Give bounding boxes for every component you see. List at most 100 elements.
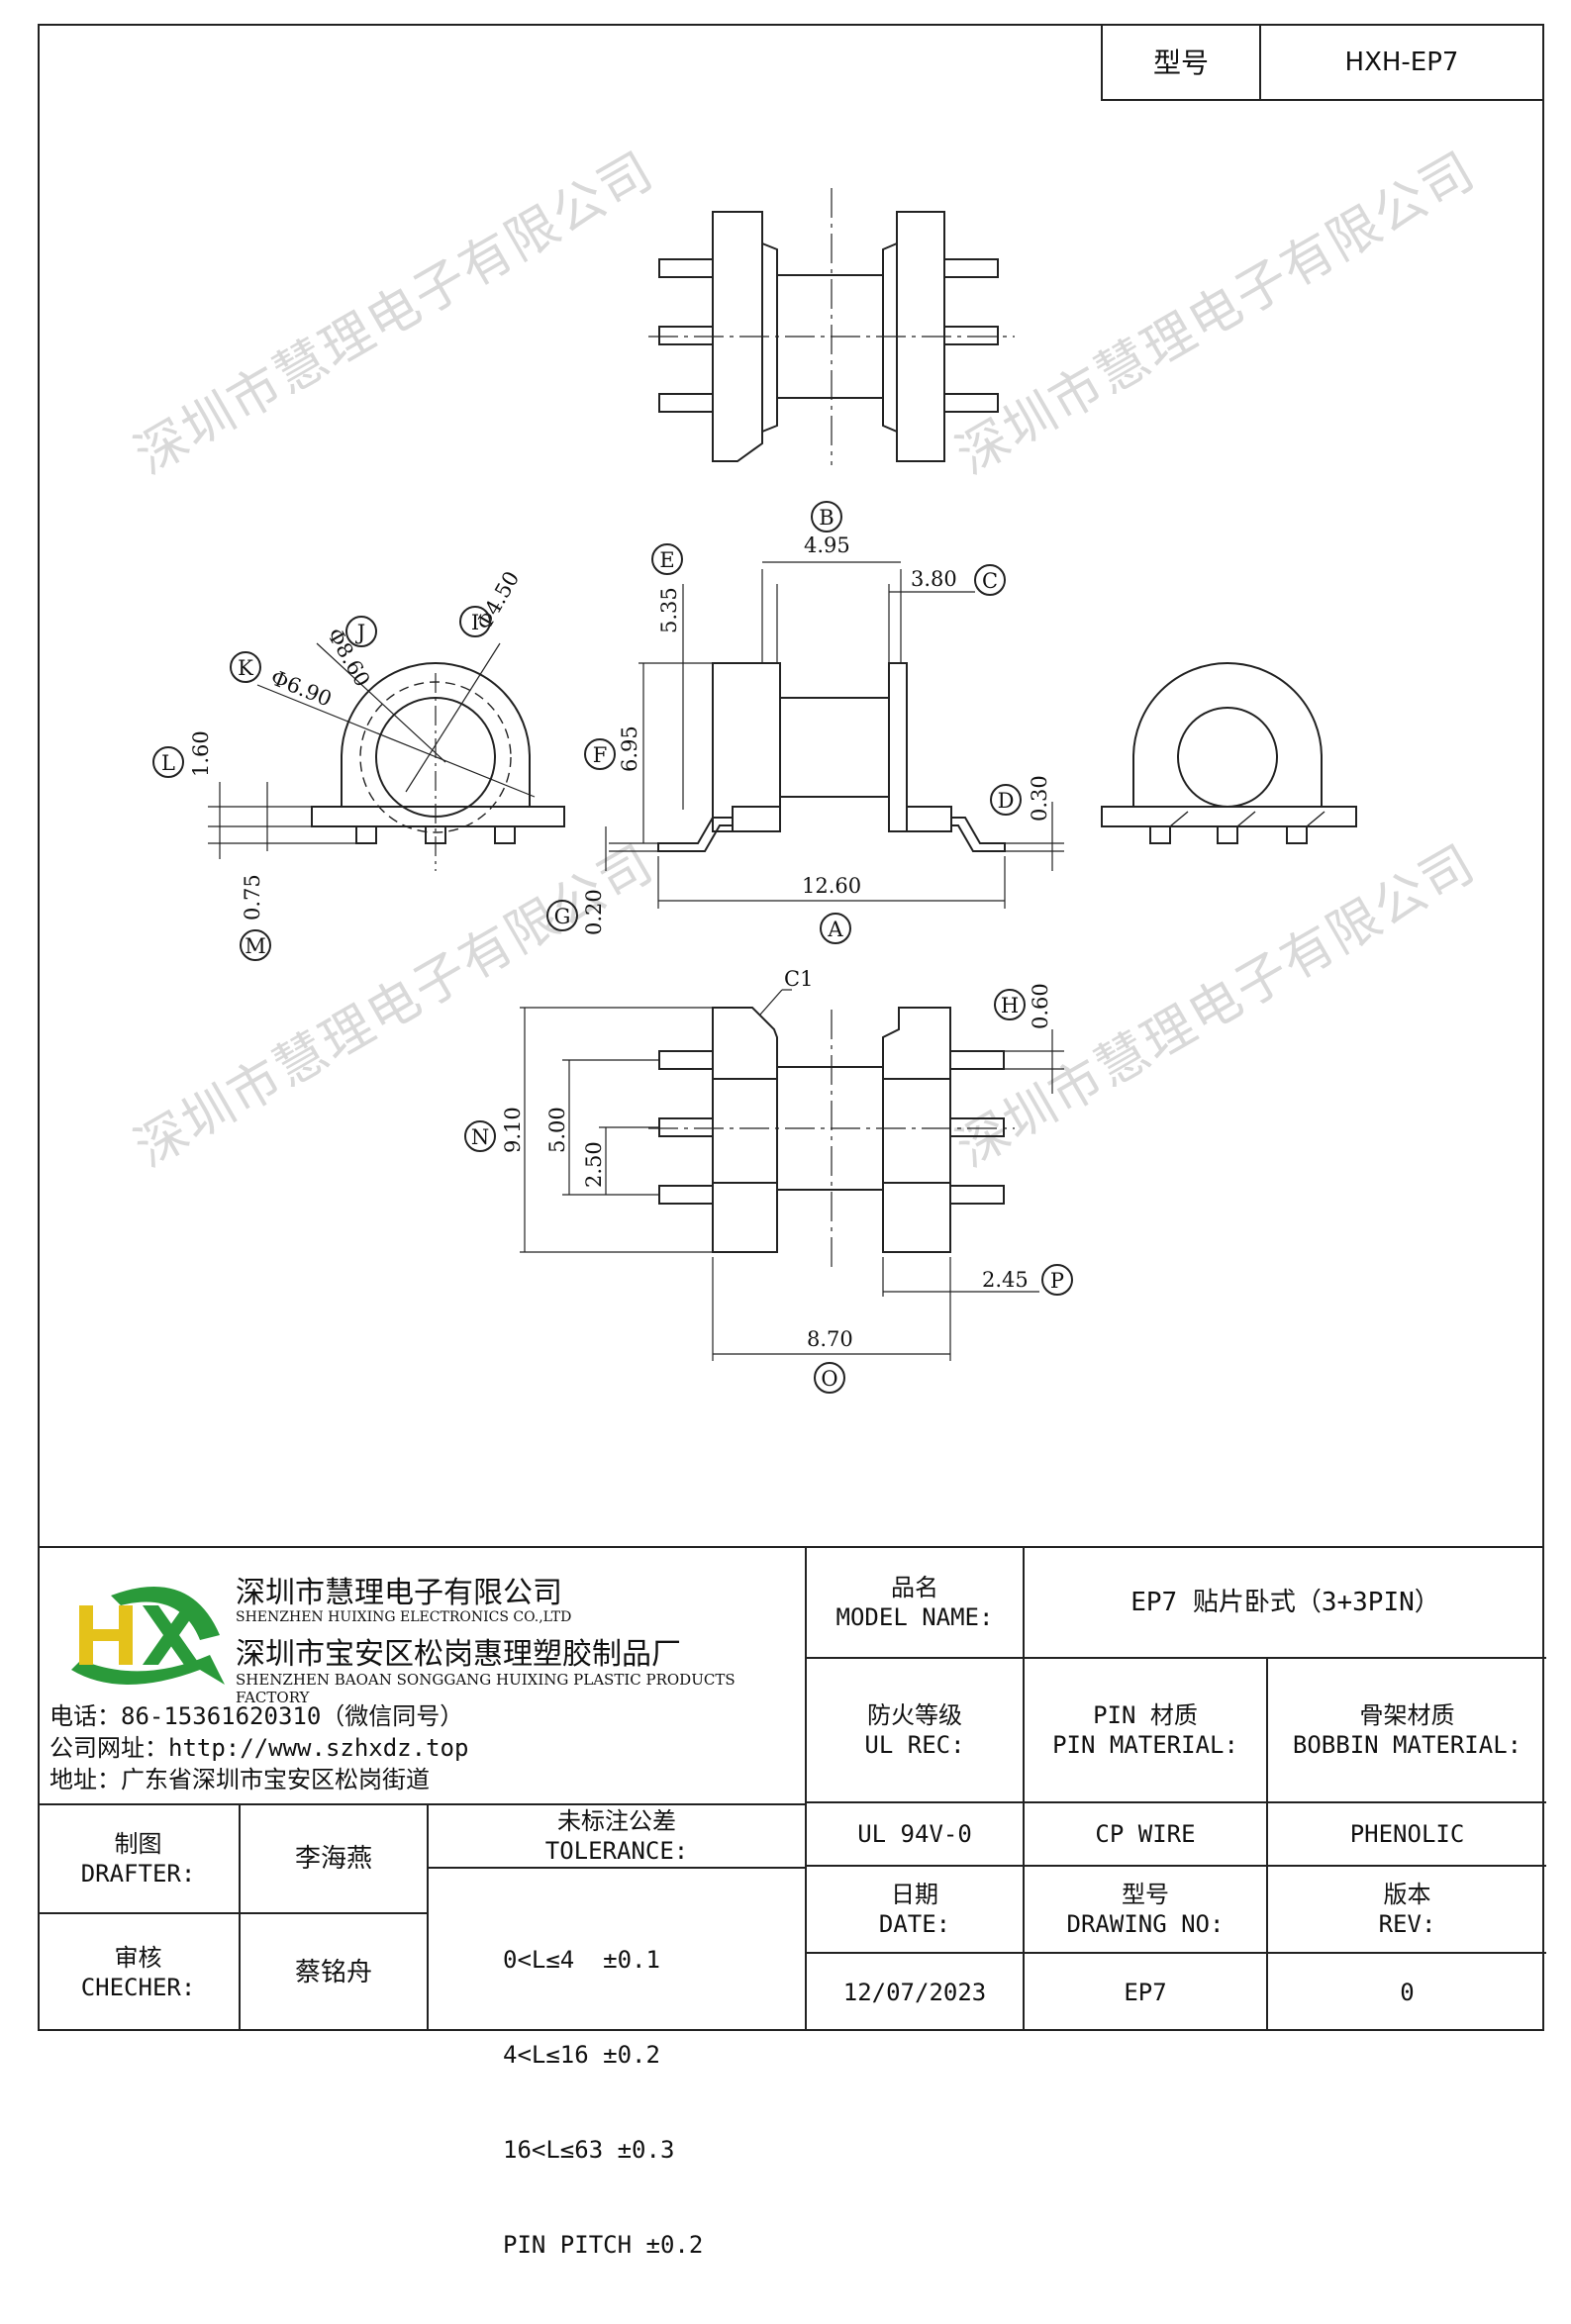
dim-n3-value: 2.50: [582, 1141, 606, 1188]
svg-text:O: O: [821, 1367, 837, 1391]
date-cn: 日期: [891, 1881, 938, 1908]
model-name-cn: 品名: [891, 1574, 938, 1601]
svg-text:G: G: [554, 905, 571, 928]
svg-text:F: F: [593, 743, 608, 767]
date-value: 12/07/2023: [807, 1954, 1025, 2031]
model-name-en: MODEL NAME:: [835, 1603, 994, 1631]
rev-value: 0: [1400, 1979, 1415, 2006]
callout-j: J: [345, 616, 377, 647]
callout-b: B: [811, 501, 842, 533]
dim-f-value: 6.95: [618, 726, 641, 772]
watermark-text: 深圳市慧理电子有限公司: [126, 141, 664, 486]
callout-d: D: [990, 784, 1022, 816]
dim-e-value: 5.35: [657, 587, 681, 633]
pin-material-value: CP WIRE: [1025, 1803, 1268, 1867]
model-box: 型号 HXH-EP7: [1101, 26, 1542, 101]
dim-p-value: 2.45: [982, 1268, 1029, 1292]
checker-en: CHECHER:: [80, 1974, 196, 2001]
dim-n2-value: 5.00: [545, 1107, 569, 1153]
pin-mat-en: PIN MATERIAL:: [1052, 1731, 1238, 1759]
callout-l: L: [152, 746, 184, 778]
title-table: 品名 MODEL NAME: EP7 贴片卧式（3+3PIN） 防火等级 UL …: [805, 1548, 1546, 2031]
callouts: B C E F D G A I J K L M N H P O: [152, 501, 1073, 1394]
checker-label: 审核 CHECHER:: [38, 1914, 241, 2031]
fire-rating-label: 防火等级 UL REC:: [807, 1659, 1025, 1803]
bottom-view: [520, 989, 1064, 1361]
company-area: 深圳市慧理电子有限公司 SHENZHEN HUIXING ELECTRONICS…: [38, 1548, 805, 1803]
dim-k-value: Φ6.90: [267, 665, 335, 711]
rev-cn: 版本: [1383, 1881, 1431, 1908]
drawing-no-value: EP7: [1025, 1954, 1268, 2031]
dim-j-value: Φ8.60: [323, 625, 375, 691]
company-logo: [71, 1587, 225, 1685]
tolerance-cn: 未标注公差: [557, 1807, 676, 1835]
callout-n: N: [464, 1120, 496, 1152]
chamfer-label: C1: [784, 967, 813, 991]
drafter-cn: 制图: [114, 1830, 162, 1858]
model-box-value: HXH-EP7: [1344, 47, 1459, 77]
svg-text:E: E: [659, 548, 674, 572]
svg-text:K: K: [238, 656, 253, 680]
svg-text:C: C: [982, 569, 998, 593]
approval-area: 制图 DRAFTER: 李海燕 审核 CHECHER: 蔡铭舟 未标注公差 TO…: [38, 1803, 805, 2259]
model-name-label: 品名 MODEL NAME:: [807, 1548, 1025, 1659]
company-website[interactable]: 公司网址：http://www.szhxdz.top: [49, 1734, 469, 1762]
dim-n-value: 9.10: [501, 1107, 525, 1153]
tolerance-line: 16<L≤63 ±0.3: [503, 2136, 675, 2164]
drafter-label: 制图 DRAFTER:: [38, 1805, 241, 1914]
checker-cn: 审核: [114, 1944, 162, 1972]
callout-k: K: [230, 651, 261, 683]
svg-text:A: A: [827, 918, 843, 941]
callout-p: P: [1041, 1264, 1073, 1296]
tolerance-line: 0<L≤4 ±0.1: [503, 1946, 660, 1974]
dim-b-value: 4.95: [804, 533, 850, 557]
tolerance-table: 0<L≤4 ±0.1 4<L≤16 ±0.2 16<L≤63 ±0.3 PIN …: [503, 1881, 703, 2324]
factory-name-cn: 深圳市宝安区松岗惠理塑胶制品厂: [236, 1637, 681, 1672]
model-name-value: EP7 贴片卧式（3+3PIN）: [1025, 1548, 1546, 1659]
tolerance-en: TOLERANCE:: [544, 1837, 689, 1865]
dim-o-value: 8.70: [807, 1327, 853, 1351]
top-view: [648, 188, 1015, 465]
left-end-view: [208, 642, 565, 871]
pin-mat-cn: PIN 材质: [1093, 1701, 1198, 1729]
date-en: DATE:: [878, 1910, 951, 1938]
bobbin-material-value: PHENOLIC: [1268, 1803, 1546, 1867]
callout-f: F: [584, 738, 616, 770]
bobbin-mat-en: BOBBIN MATERIAL:: [1292, 1731, 1522, 1759]
tolerance-line: PIN PITCH ±0.2: [503, 2231, 704, 2259]
svg-text:D: D: [998, 789, 1015, 813]
callout-c: C: [974, 564, 1006, 596]
dim-l-value: 1.60: [189, 730, 213, 777]
svg-text:I: I: [471, 611, 479, 634]
svg-text:B: B: [819, 506, 834, 530]
dim-m-value: 0.75: [241, 874, 264, 920]
callout-h: H: [994, 989, 1026, 1020]
callout-a: A: [820, 913, 851, 944]
svg-text:N: N: [471, 1125, 489, 1149]
svg-text:H: H: [1001, 994, 1019, 1017]
callout-o: O: [814, 1362, 845, 1394]
svg-text:P: P: [1050, 1269, 1064, 1293]
front-view: [605, 561, 1064, 909]
callout-m: M: [240, 929, 271, 961]
dim-i-value: Φ4.50: [472, 567, 525, 633]
dimension-values: 4.95 3.80 5.35 6.95 0.30 0.20 12.60 Φ4.5…: [189, 533, 1052, 1351]
fire-en: UL REC:: [864, 1731, 965, 1759]
dim-g-value: 0.20: [582, 889, 606, 935]
technical-drawing: 深圳市慧理电子有限公司 深圳市慧理电子有限公司 深圳市慧理电子有限公司 深圳市慧…: [126, 141, 1486, 1394]
company-name-en: SHENZHEN HUIXING ELECTRONICS CO.,LTD: [236, 1609, 572, 1625]
pin-material-label: PIN 材质 PIN MATERIAL:: [1025, 1659, 1268, 1803]
watermarks: 深圳市慧理电子有限公司 深圳市慧理电子有限公司 深圳市慧理电子有限公司 深圳市慧…: [126, 141, 1486, 1179]
callout-i: I: [459, 606, 491, 637]
bobbin-mat-cn: 骨架材质: [1359, 1701, 1455, 1729]
callout-e: E: [651, 543, 683, 575]
drawing-no-cn: 型号: [1122, 1881, 1169, 1908]
checker-value: 蔡铭舟: [241, 1914, 429, 2031]
dim-c-value: 3.80: [911, 567, 957, 591]
company-name-cn: 深圳市慧理电子有限公司: [236, 1576, 562, 1610]
right-end-view: [1101, 662, 1357, 844]
dim-a-value: 12.60: [802, 874, 861, 898]
rev-label: 版本 REV:: [1268, 1867, 1546, 1954]
model-box-label: 型号: [1103, 26, 1261, 99]
drawing-no-en: DRAWING NO:: [1066, 1910, 1225, 1938]
